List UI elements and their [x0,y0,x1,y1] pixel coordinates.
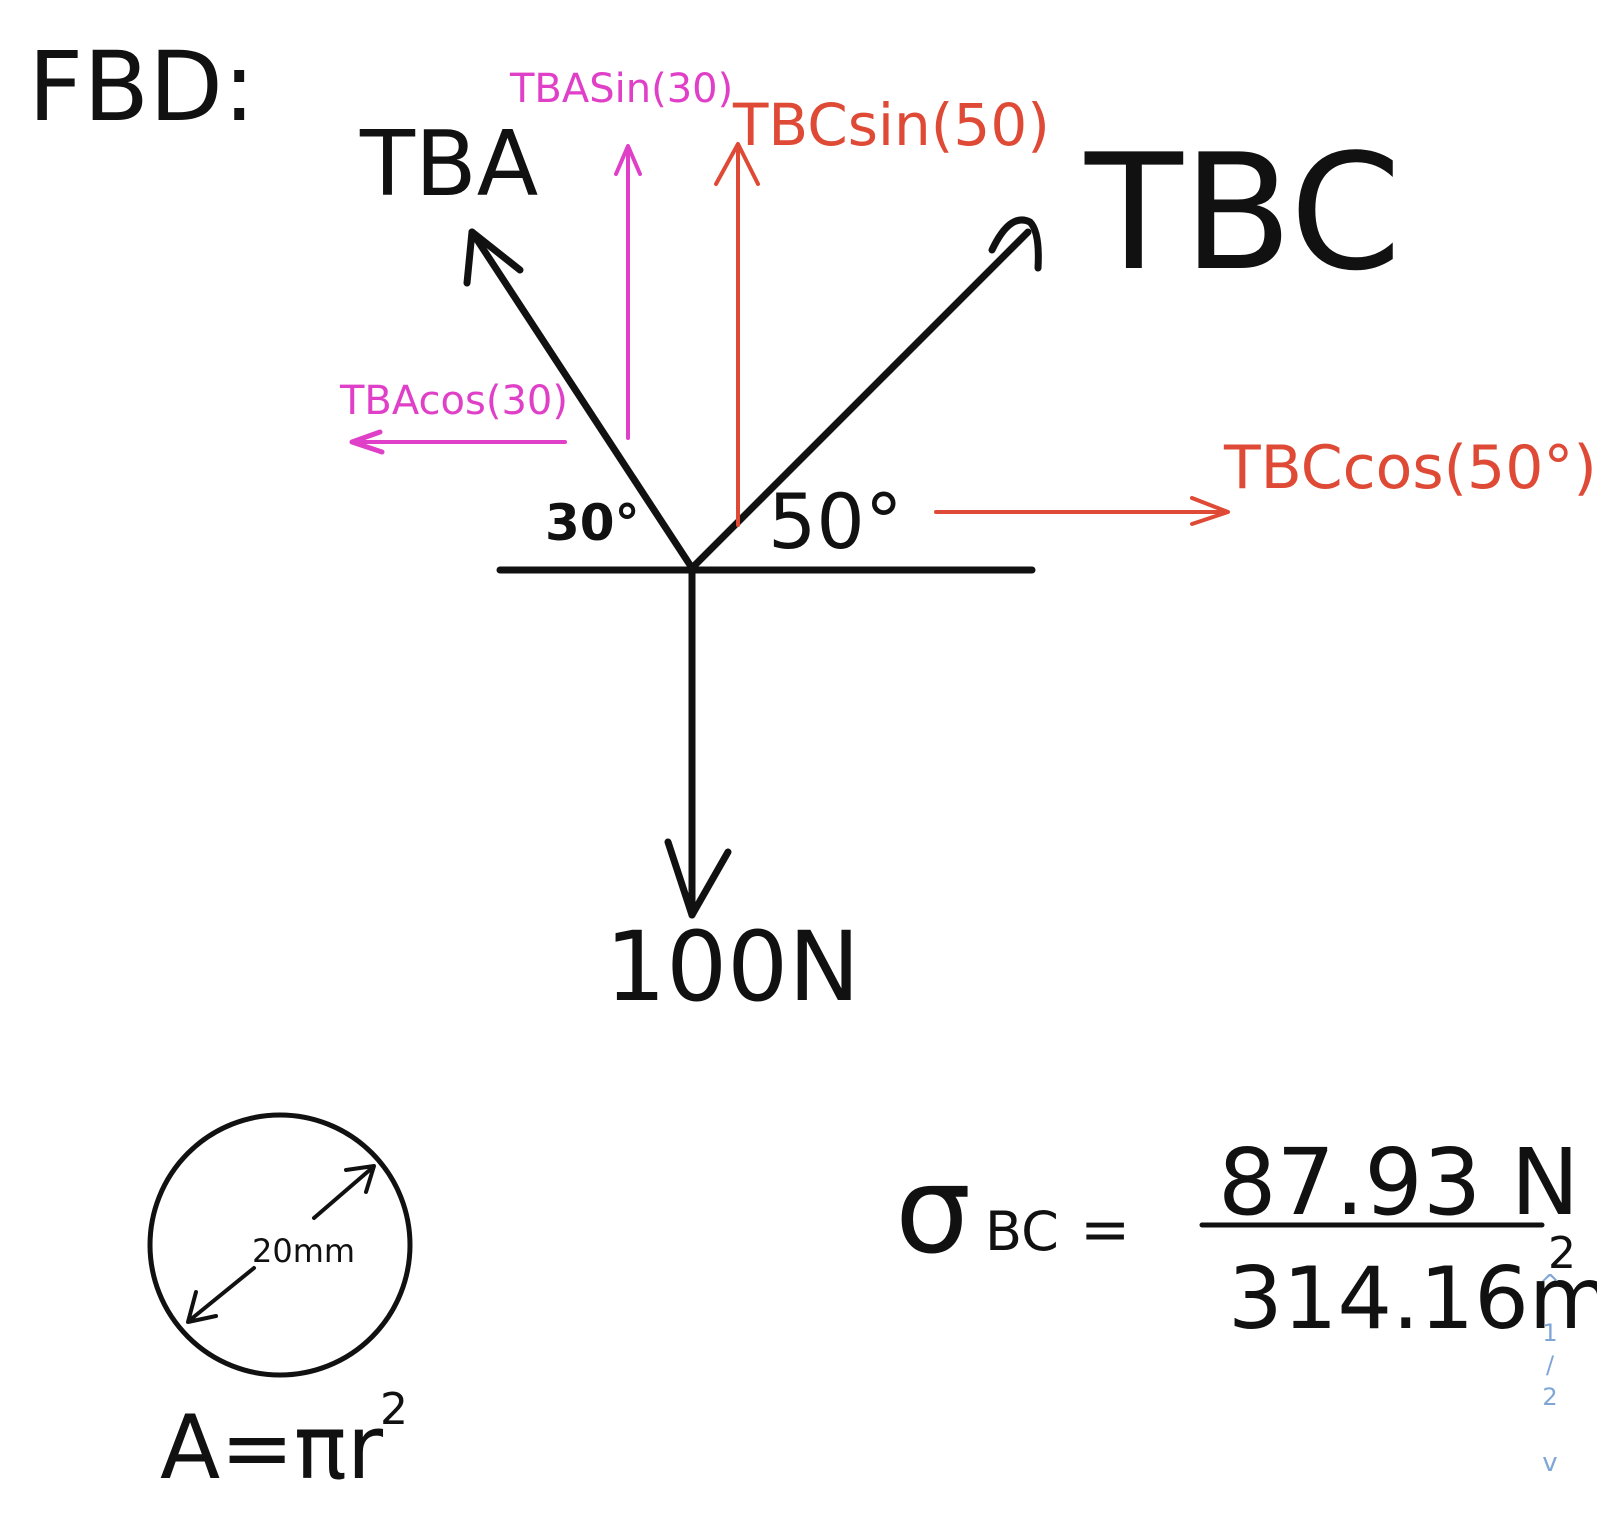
load-label: 100N [605,911,860,1023]
area-exponent: 2 [380,1384,408,1435]
diameter-arrow-upper-head [344,1164,376,1194]
tbc-cos-arrow-head [1190,496,1230,526]
tba-cos-label: TBAcos(30) [339,378,568,424]
area-formula: A=πr [160,1396,384,1499]
tba-sin-arrow-head [614,144,642,176]
tba-cos-arrow-head [349,429,385,455]
angle-30-label: 30° [545,494,640,552]
tbc-cos-label: TBCcos(50°) [1223,433,1597,503]
angle-50-label: 50° [768,477,903,566]
tbc-arrow [688,228,1032,572]
tbc-label: TBC [1084,119,1401,306]
diameter-label: 20mm [252,1232,355,1270]
stress-equals: = [1080,1195,1130,1265]
load-arrow-head [664,838,732,919]
tba-sin-label: TBASin(30) [509,66,733,112]
total-page-number: 2 [1542,1383,1558,1411]
stress-symbol: σ [895,1142,971,1281]
page-separator: / [1545,1351,1555,1379]
tbc-sin-arrow-head [714,142,760,186]
current-page-number: 1 [1542,1319,1558,1347]
stress-denominator: 314.16m [1228,1249,1597,1349]
tba-label: TBA [359,112,538,217]
cross-section-circle [147,1112,413,1378]
denominator-exponent: 2 [1548,1228,1576,1279]
page-navigator: ^ 1 / 2 v [1532,1272,1568,1512]
diameter-arrow-upper [312,1166,374,1220]
stress-numerator: 87.93 N [1218,1129,1579,1236]
tba-arrow [468,228,696,572]
tba-arrow-head [463,228,524,287]
page-up-chevron-icon[interactable]: ^ [1539,1270,1561,1300]
diameter-arrow-lower-head [186,1290,218,1324]
tbc-arrow-head [988,216,1042,272]
diameter-arrow-lower [188,1266,256,1322]
heading: FBD: [28,31,255,143]
stress-subscript: BC [985,1200,1059,1263]
page-down-chevron-icon[interactable]: v [1542,1448,1558,1478]
tbc-sin-label: TBCsin(50) [732,91,1050,159]
